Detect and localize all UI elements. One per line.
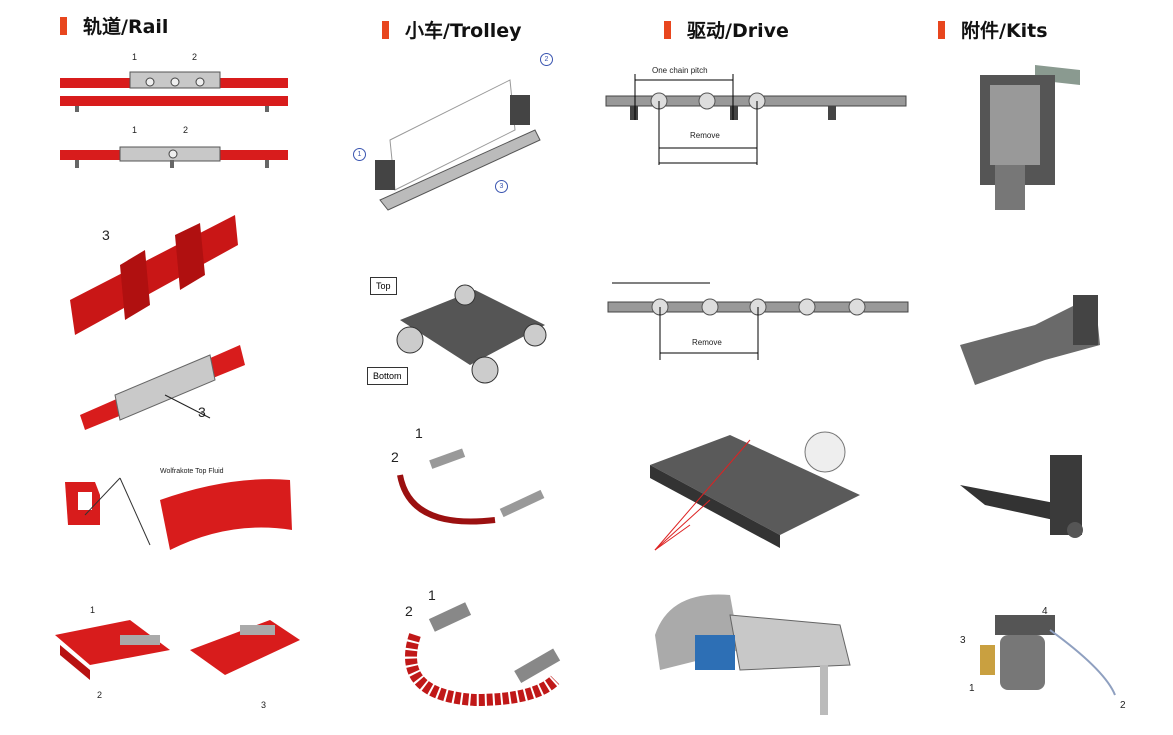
header-rail: 轨道/Rail [60,12,168,39]
kit-attachment-2 [955,285,1105,395]
rail-connector-diagram: 3 [80,340,250,435]
callout-3: 3 [960,635,966,646]
callout-3: 3 [198,404,206,420]
remove-label: Remove [692,338,722,347]
callout-1: 1 [132,125,138,135]
header-marker [60,16,67,35]
callout-2: 2 [540,53,553,66]
callout-1: 1 [132,52,138,62]
rail-curve-lubrication-diagram: Wolfrakote Top Fluid [60,460,310,560]
top-label: Top [370,277,397,295]
callout-1: 1 [415,425,423,441]
trolley-top-bottom-diagram: Top Bottom [365,275,565,395]
bottom-label: Bottom [367,367,408,385]
kit-lubricator: 1 2 3 4 [955,600,1135,720]
remove-label: Remove [690,131,720,140]
callout-4: 4 [1042,606,1048,617]
callout-1: 1 [969,683,975,694]
chain-pitch-diagram: One chain pitch Remove [600,60,930,180]
trolley-chain-curve-diagram: 1 2 [395,585,575,715]
callout-3: 3 [102,227,110,243]
header-kits: 附件/Kits [938,16,1048,43]
callout-1: 1 [90,605,96,615]
header-marker [664,20,671,39]
callout-3: 3 [495,180,508,193]
trolley-curve-diagram: 1 2 [385,425,555,540]
callout-2: 2 [183,125,189,135]
drive-plate-diagram [630,420,870,560]
rail-straight-diagram: 1 2 1 2 [55,50,295,180]
header-marker [382,20,389,39]
header-marker [938,20,945,39]
callout-2: 2 [391,449,399,465]
trolley-assembly-diagram: 1 2 3 [350,50,560,220]
lubricant-label: Wolfrakote Top Fluid [160,468,224,475]
callout-1: 1 [428,587,436,603]
callout-2: 2 [97,690,103,700]
kit-attachment-1 [965,55,1100,220]
callout-2: 2 [405,603,413,619]
header-title: 小车/Trolley [405,20,522,42]
rail-joint-closeup: 3 [70,205,240,340]
callout-2: 2 [1120,700,1126,711]
header-title: 轨道/Rail [83,16,169,38]
kit-attachment-3 [955,450,1105,555]
drive-unit-diagram [650,585,865,720]
rail-switch-diagram: 1 2 3 [50,600,310,710]
header-drive: 驱动/Drive [664,16,789,43]
callout-2: 2 [192,52,198,62]
callout-3: 3 [261,700,267,710]
callout-1: 1 [353,148,366,161]
header-title: 驱动/Drive [687,20,789,42]
chain-remove-diagram: Remove [600,275,920,370]
chain-pitch-label: One chain pitch [652,66,708,75]
header-title: 附件/Kits [961,20,1048,42]
header-trolley: 小车/Trolley [382,16,522,43]
